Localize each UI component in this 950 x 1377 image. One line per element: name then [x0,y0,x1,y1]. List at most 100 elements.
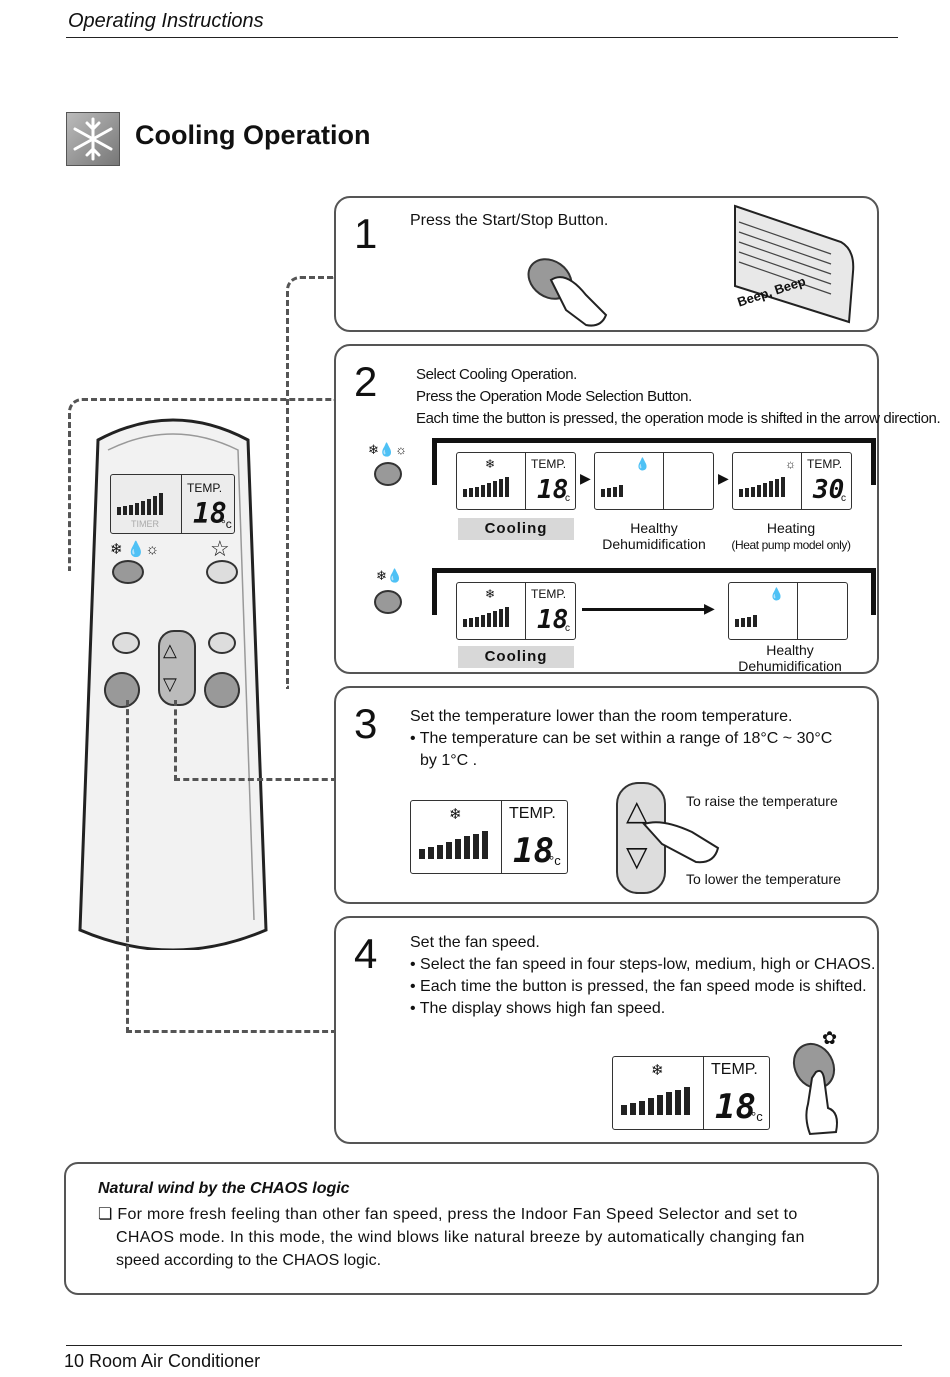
long-arrow [582,608,708,611]
snow-icon: ❄ [485,457,496,471]
temp-up-button[interactable]: △ [163,640,177,660]
lcd-temp-label: TEMP. [531,457,567,471]
lcd-dehumid-a: 💧 [594,452,714,510]
snow-icon: ❄ [449,806,462,823]
step-1-text: Press the Start/Stop Button. [410,212,609,229]
temp-down-icon: ▽ [626,841,648,872]
step-1-panel: 1 Press the Start/Stop Button. Beep, Bee… [334,196,879,332]
drop-icon: 💧 [769,587,784,601]
step-2-line2: Press the Operation Mode Selection Butto… [416,388,692,405]
snow-icon: ❄ [651,1062,664,1079]
step-4-line3: • Each time the button is pressed, the f… [410,978,867,995]
star-icon: ☆ [210,536,230,561]
fan-bars-icon [621,1087,690,1115]
section-header: Operating Instructions [68,10,264,32]
snow-icon: ❄ [485,587,496,601]
lcd-cooling-a: ❄ TEMP. 18 °c [456,452,576,510]
lcd-temp-value: 18 [715,1087,756,1127]
remote-temp-label: TEMP. [187,481,223,495]
cooling-label-a: Cooling [458,518,574,540]
note-line2: CHAOS mode. In this mode, the wind blows… [116,1229,805,1246]
healthy-label: Healthy [766,642,814,658]
fan-bars-icon [117,493,163,515]
fan-bars-icon [601,485,623,497]
lcd-temp-value: 18 [537,605,569,635]
connector-step1 [286,276,337,689]
mode-button[interactable] [112,560,144,584]
step-2-number: 2 [354,358,378,405]
lcd-temp-label: TEMP. [531,587,567,601]
remote-temp-value: 18 [193,497,227,530]
step-1-number: 1 [354,210,378,257]
mode-button-illustration-a [374,462,402,486]
lcd-temp-value: 18 [537,475,569,505]
lcd-temp-value: 30 [813,475,845,505]
lcd-unit: °c [751,1109,763,1124]
remote-timer-label: TIMER [131,519,159,529]
connector-step3 [174,700,337,781]
fan-icon: ✿ [822,1028,838,1048]
fan-bars-icon [735,615,757,627]
lcd-dehumid-b: 💧 [728,582,848,640]
sun-icon: ☼ [785,457,796,471]
lcd-temp-label: TEMP. [807,457,843,471]
jet-mode-button[interactable] [206,560,238,584]
heating-label: Heating (Heat pump model only) [724,520,858,553]
step-3-line1: Set the temperature lower than the room … [410,708,793,725]
chaos-note-box: Natural wind by the CHAOS logic ❏ For mo… [64,1162,879,1295]
temp-down-button[interactable]: ▽ [163,674,177,694]
fan-bars-icon [419,831,488,859]
temp-button-pad [158,630,196,706]
arrow-frame-a [432,438,876,485]
step-4-line4: • The display shows high fan speed. [410,1000,666,1017]
step-3-number: 3 [354,700,378,747]
step-3-panel: 3 Set the temperature lower than the roo… [334,686,879,904]
footer-rule [66,1345,902,1346]
arrow-icon: ▶ [580,470,591,486]
fan-bars-icon [463,607,509,627]
pressing-hand-icon [549,276,608,327]
arrow-frame-b [432,568,876,615]
thermo-button[interactable] [208,632,236,654]
heating-label-text: Heating [766,520,816,536]
temp-up-icon: △ [626,795,648,826]
note-line3: speed according to the CHAOS logic. [116,1252,382,1269]
step-3-line3: by 1°C . [420,752,478,769]
pressing-hand-icon [805,1069,838,1136]
step-2-panel: 2 Select Cooling Operation. Press the Op… [334,344,941,674]
lcd-heating: ☼ TEMP. 30 °c [732,452,852,510]
remote-lcd: TEMP. 18 °c TIMER [110,474,235,534]
page-footer: 10 Room Air Conditioner [64,1351,261,1371]
lcd-unit: °c [561,493,570,504]
swing-button[interactable] [112,632,140,654]
note-line1: ❏ For more fresh feeling than other fan … [98,1206,798,1223]
step-2-line3: Each time the button is pressed, the ope… [416,410,941,427]
note-title: Natural wind by the CHAOS logic [98,1180,350,1197]
page-title: Cooling Operation [135,120,371,150]
fan-bars-icon [463,477,509,497]
healthy-label: Healthy [630,520,678,536]
raise-label: To raise the temperature [686,793,838,809]
step-4-line2: • Select the fan speed in four steps-low… [410,956,876,973]
step-3-line2: • The temperature can be set within a ra… [410,730,833,747]
mode-button-illustration-b [374,590,402,614]
lcd-temp-label: TEMP. [509,805,556,822]
mode-icons: ❄ 💧☼ [110,541,160,558]
lcd-unit: °c [549,853,561,868]
lcd-step3: ❄ TEMP. 18 °c [410,800,568,874]
lower-label: To lower the temperature [686,871,841,887]
arrow-icon: ▶ [704,600,715,616]
lcd-temp-value: 18 [513,831,554,871]
step-4-number: 4 [354,930,378,977]
header-rule [66,37,898,38]
step-4-panel: 4 Set the fan speed. • Select the fan sp… [334,916,879,1144]
lcd-cooling-b: ❄ TEMP. 18 °c [456,582,576,640]
connector-step2 [68,398,337,571]
heat-pump-note: (Heat pump model only) [731,538,851,552]
lcd-unit: °c [561,623,570,634]
lcd-step4: ❄ TEMP. 18 °c [612,1056,770,1130]
dehumid-label: Dehumidification [602,536,706,552]
fan-bars-icon [739,477,785,497]
dehumid-label: Dehumidification [738,658,842,674]
cooling-label-b: Cooling [458,646,574,668]
